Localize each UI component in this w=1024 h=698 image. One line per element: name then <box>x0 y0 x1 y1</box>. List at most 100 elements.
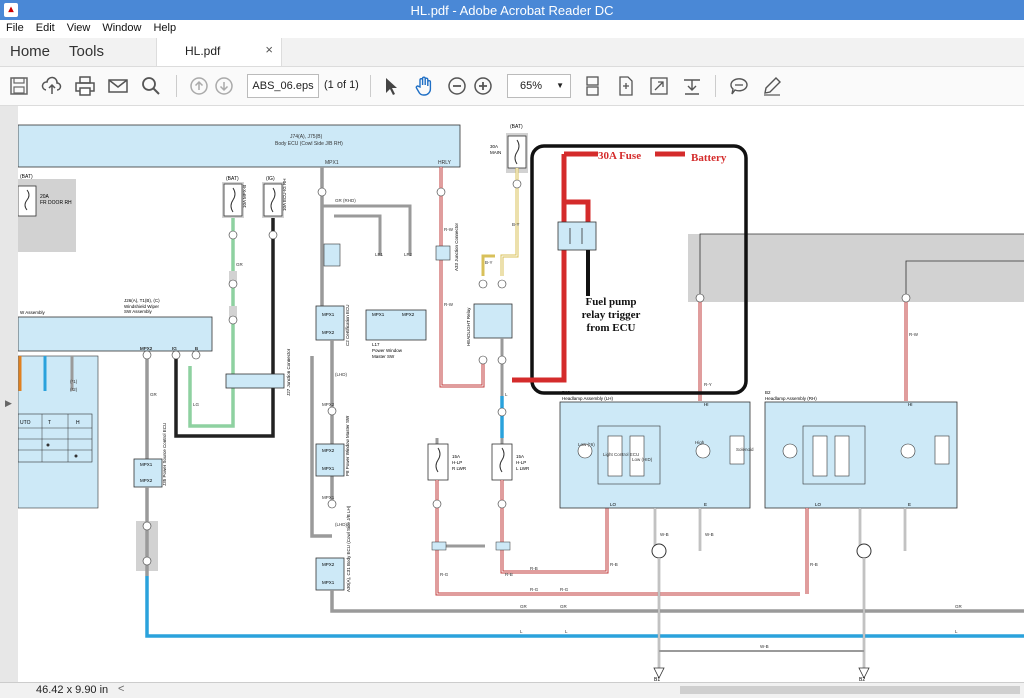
search-icon[interactable] <box>140 75 162 97</box>
fit-page-icon[interactable] <box>615 75 637 97</box>
svg-text:R-W: R-W <box>909 332 919 337</box>
svg-text:P8 Power Window Master SW: P8 Power Window Master SW <box>345 415 350 476</box>
save-icon[interactable] <box>8 75 30 97</box>
menu-window[interactable]: Window <box>102 22 142 34</box>
fuel-pump-note-line-3: from ECU <box>586 322 636 334</box>
menu-help[interactable]: Help <box>153 22 177 34</box>
svg-text:W Assembly: W Assembly <box>20 310 46 315</box>
status-bar: 46.42 x 9.90 in < <box>0 682 1024 698</box>
svg-text:L17: L17 <box>372 342 380 347</box>
svg-text:GR: GR <box>520 604 528 609</box>
svg-text:LO: LO <box>610 502 617 507</box>
page-dimensions: 46.42 x 9.90 in <box>36 684 109 696</box>
horizontal-scrollbar[interactable] <box>680 686 1020 694</box>
menu-view[interactable]: View <box>66 22 91 34</box>
svg-text:GR: GR <box>955 604 963 609</box>
fullscreen-icon[interactable] <box>648 75 670 97</box>
fuse-annotation: 30A Fuse <box>598 150 642 162</box>
menu-file[interactable]: File <box>6 22 24 34</box>
sign-icon[interactable] <box>761 75 783 97</box>
svg-text:LP1: LP1 <box>375 252 384 257</box>
svg-text:10A ECU-IG RH: 10A ECU-IG RH <box>282 178 287 211</box>
tab-tools[interactable]: Tools <box>69 43 105 60</box>
page-up-icon[interactable] <box>188 75 210 97</box>
left-panel-toggle[interactable]: ▶ <box>0 106 18 682</box>
svg-text:Low (HID): Low (HID) <box>632 457 653 462</box>
zoom-dropdown-icon[interactable]: ▼ <box>556 81 564 90</box>
svg-text:Headlamp Assembly (LH): Headlamp Assembly (LH) <box>562 396 614 401</box>
svg-text:E: E <box>908 502 911 507</box>
menu-edit[interactable]: Edit <box>35 22 55 34</box>
svg-text:MPX2: MPX2 <box>322 330 335 335</box>
svg-text:(LHD): (LHD) <box>335 372 348 377</box>
body-ecu-block <box>17 124 461 168</box>
tab-bar: Home Tools HL.pdf × <box>0 38 1024 67</box>
zoom-in-icon[interactable] <box>472 75 494 97</box>
fuel-pump-relay <box>557 221 597 251</box>
svg-text:Solenoid: Solenoid <box>736 447 754 452</box>
svg-text:15A: 15A <box>452 454 460 459</box>
svg-text:A30(A), C31 Body ECU (Cowl Sid: A30(A), C31 Body ECU (Cowl Side J/B LH) <box>346 505 351 592</box>
svg-text:J26(A), T1(B), (C): J26(A), T1(B), (C) <box>124 298 160 303</box>
close-tab-icon[interactable]: × <box>265 42 273 57</box>
ground-b1-label: B1 <box>654 677 660 682</box>
scroll-mode-icon[interactable] <box>582 75 604 97</box>
tab-home[interactable]: Home <box>10 43 51 60</box>
svg-text:B: B <box>195 346 198 351</box>
svg-text:Low (*6): Low (*6) <box>578 442 595 447</box>
svg-text:MPX2: MPX2 <box>402 312 415 317</box>
toolbar-separator <box>715 75 716 97</box>
zoom-select[interactable]: 65% ▼ <box>507 74 571 98</box>
file-field[interactable]: ABS_06.eps <box>247 74 319 98</box>
svg-text:High: High <box>695 440 705 445</box>
comment-icon[interactable] <box>728 75 750 97</box>
document-tab-label: HL.pdf <box>185 44 221 58</box>
print-icon[interactable] <box>74 75 96 97</box>
select-arrow-icon[interactable] <box>380 75 402 97</box>
document-view[interactable]: J74(A), J75(B) Body ECU (Cowl Side J/B R… <box>0 106 1024 682</box>
svg-text:R-G: R-G <box>560 587 569 592</box>
ground-b2-label: B2 <box>859 677 865 682</box>
svg-text:MPX1: MPX1 <box>325 160 339 166</box>
scroll-left-icon[interactable]: < <box>118 683 125 695</box>
wiring-diagram: J74(A), J75(B) Body ECU (Cowl Side J/B R… <box>17 124 1024 682</box>
svg-text:R-B: R-B <box>810 562 818 567</box>
svg-text:Headlamp Assembly (RH): Headlamp Assembly (RH) <box>765 396 817 401</box>
svg-text:MPX1: MPX1 <box>322 466 335 471</box>
svg-text:L: L <box>955 629 958 634</box>
grid-header-t: T <box>48 420 51 426</box>
fuel-pump-note: Fuel pump relay trigger from ECU <box>571 296 651 335</box>
svg-text:MPX1: MPX1 <box>322 312 335 317</box>
svg-text:Master SW: Master SW <box>372 354 395 359</box>
svg-text:W-B: W-B <box>760 644 769 649</box>
zoom-out-icon[interactable] <box>446 75 468 97</box>
svg-text:FR DOOR RH: FR DOOR RH <box>40 200 72 206</box>
svg-text:B2: B2 <box>765 390 771 395</box>
svg-text:W-B: W-B <box>705 532 714 537</box>
headlamp-rh-block <box>764 401 958 509</box>
svg-text:MPX1: MPX1 <box>372 312 385 317</box>
svg-text:R-Y: R-Y <box>704 382 712 387</box>
svg-text:LG: LG <box>193 402 200 407</box>
svg-text:R-W: R-W <box>444 302 454 307</box>
svg-text:Power Window: Power Window <box>372 348 403 353</box>
read-mode-icon[interactable] <box>681 75 703 97</box>
svg-text:E: E <box>704 502 707 507</box>
upload-icon[interactable] <box>41 75 63 97</box>
hand-icon[interactable] <box>413 75 435 97</box>
tab-document[interactable]: HL.pdf × <box>156 38 282 66</box>
svg-text:B-Y: B-Y <box>512 222 520 227</box>
svg-text:R LWR: R LWR <box>452 466 467 471</box>
mail-icon[interactable] <box>107 75 129 97</box>
svg-text:Windshield Wiper: Windshield Wiper <box>124 304 160 309</box>
headlamp-lh-block <box>559 401 751 509</box>
battery-annotation: Battery <box>691 152 727 164</box>
expand-panel-icon[interactable]: ▶ <box>5 398 12 408</box>
svg-text:MPX1: MPX1 <box>140 462 153 467</box>
page-down-icon[interactable] <box>213 75 235 97</box>
svg-text:R-G: R-G <box>440 572 449 577</box>
page-count: (1 of 1) <box>324 79 359 91</box>
svg-text:MPX2: MPX2 <box>322 448 335 453</box>
svg-text:MAIN: MAIN <box>490 150 501 155</box>
annotation-box <box>530 144 748 395</box>
